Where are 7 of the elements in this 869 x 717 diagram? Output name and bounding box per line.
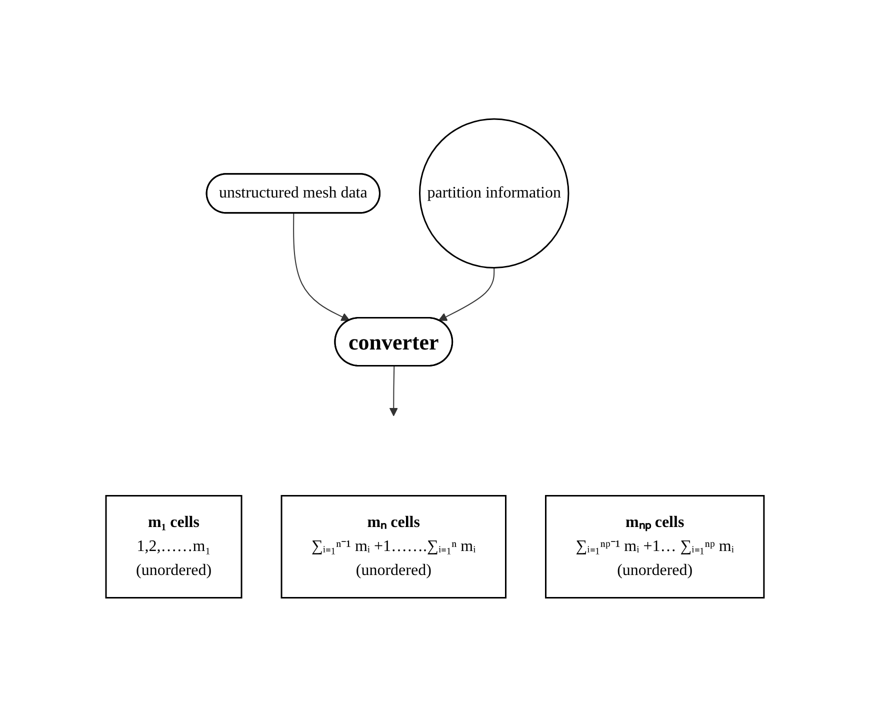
node-box: mₙ cells ∑ᵢ₌₁ⁿ⁻¹ mᵢ +1…….∑ᵢ₌₁ⁿ mᵢ (unordered) bbox=[280, 495, 506, 599]
arrow bbox=[388, 366, 398, 416]
node-box: m₁ cells 1,2,……m₁ (unordered) bbox=[104, 495, 242, 599]
node-box: mₙₚ cells ∑ᵢ₌₁ⁿᵖ⁻¹ mᵢ +1… ∑ᵢ₌₁ⁿᵖ mᵢ (unordered) bbox=[544, 495, 764, 599]
arrow bbox=[292, 213, 350, 322]
arrow bbox=[438, 267, 494, 321]
node-circle: partition information bbox=[418, 118, 569, 269]
